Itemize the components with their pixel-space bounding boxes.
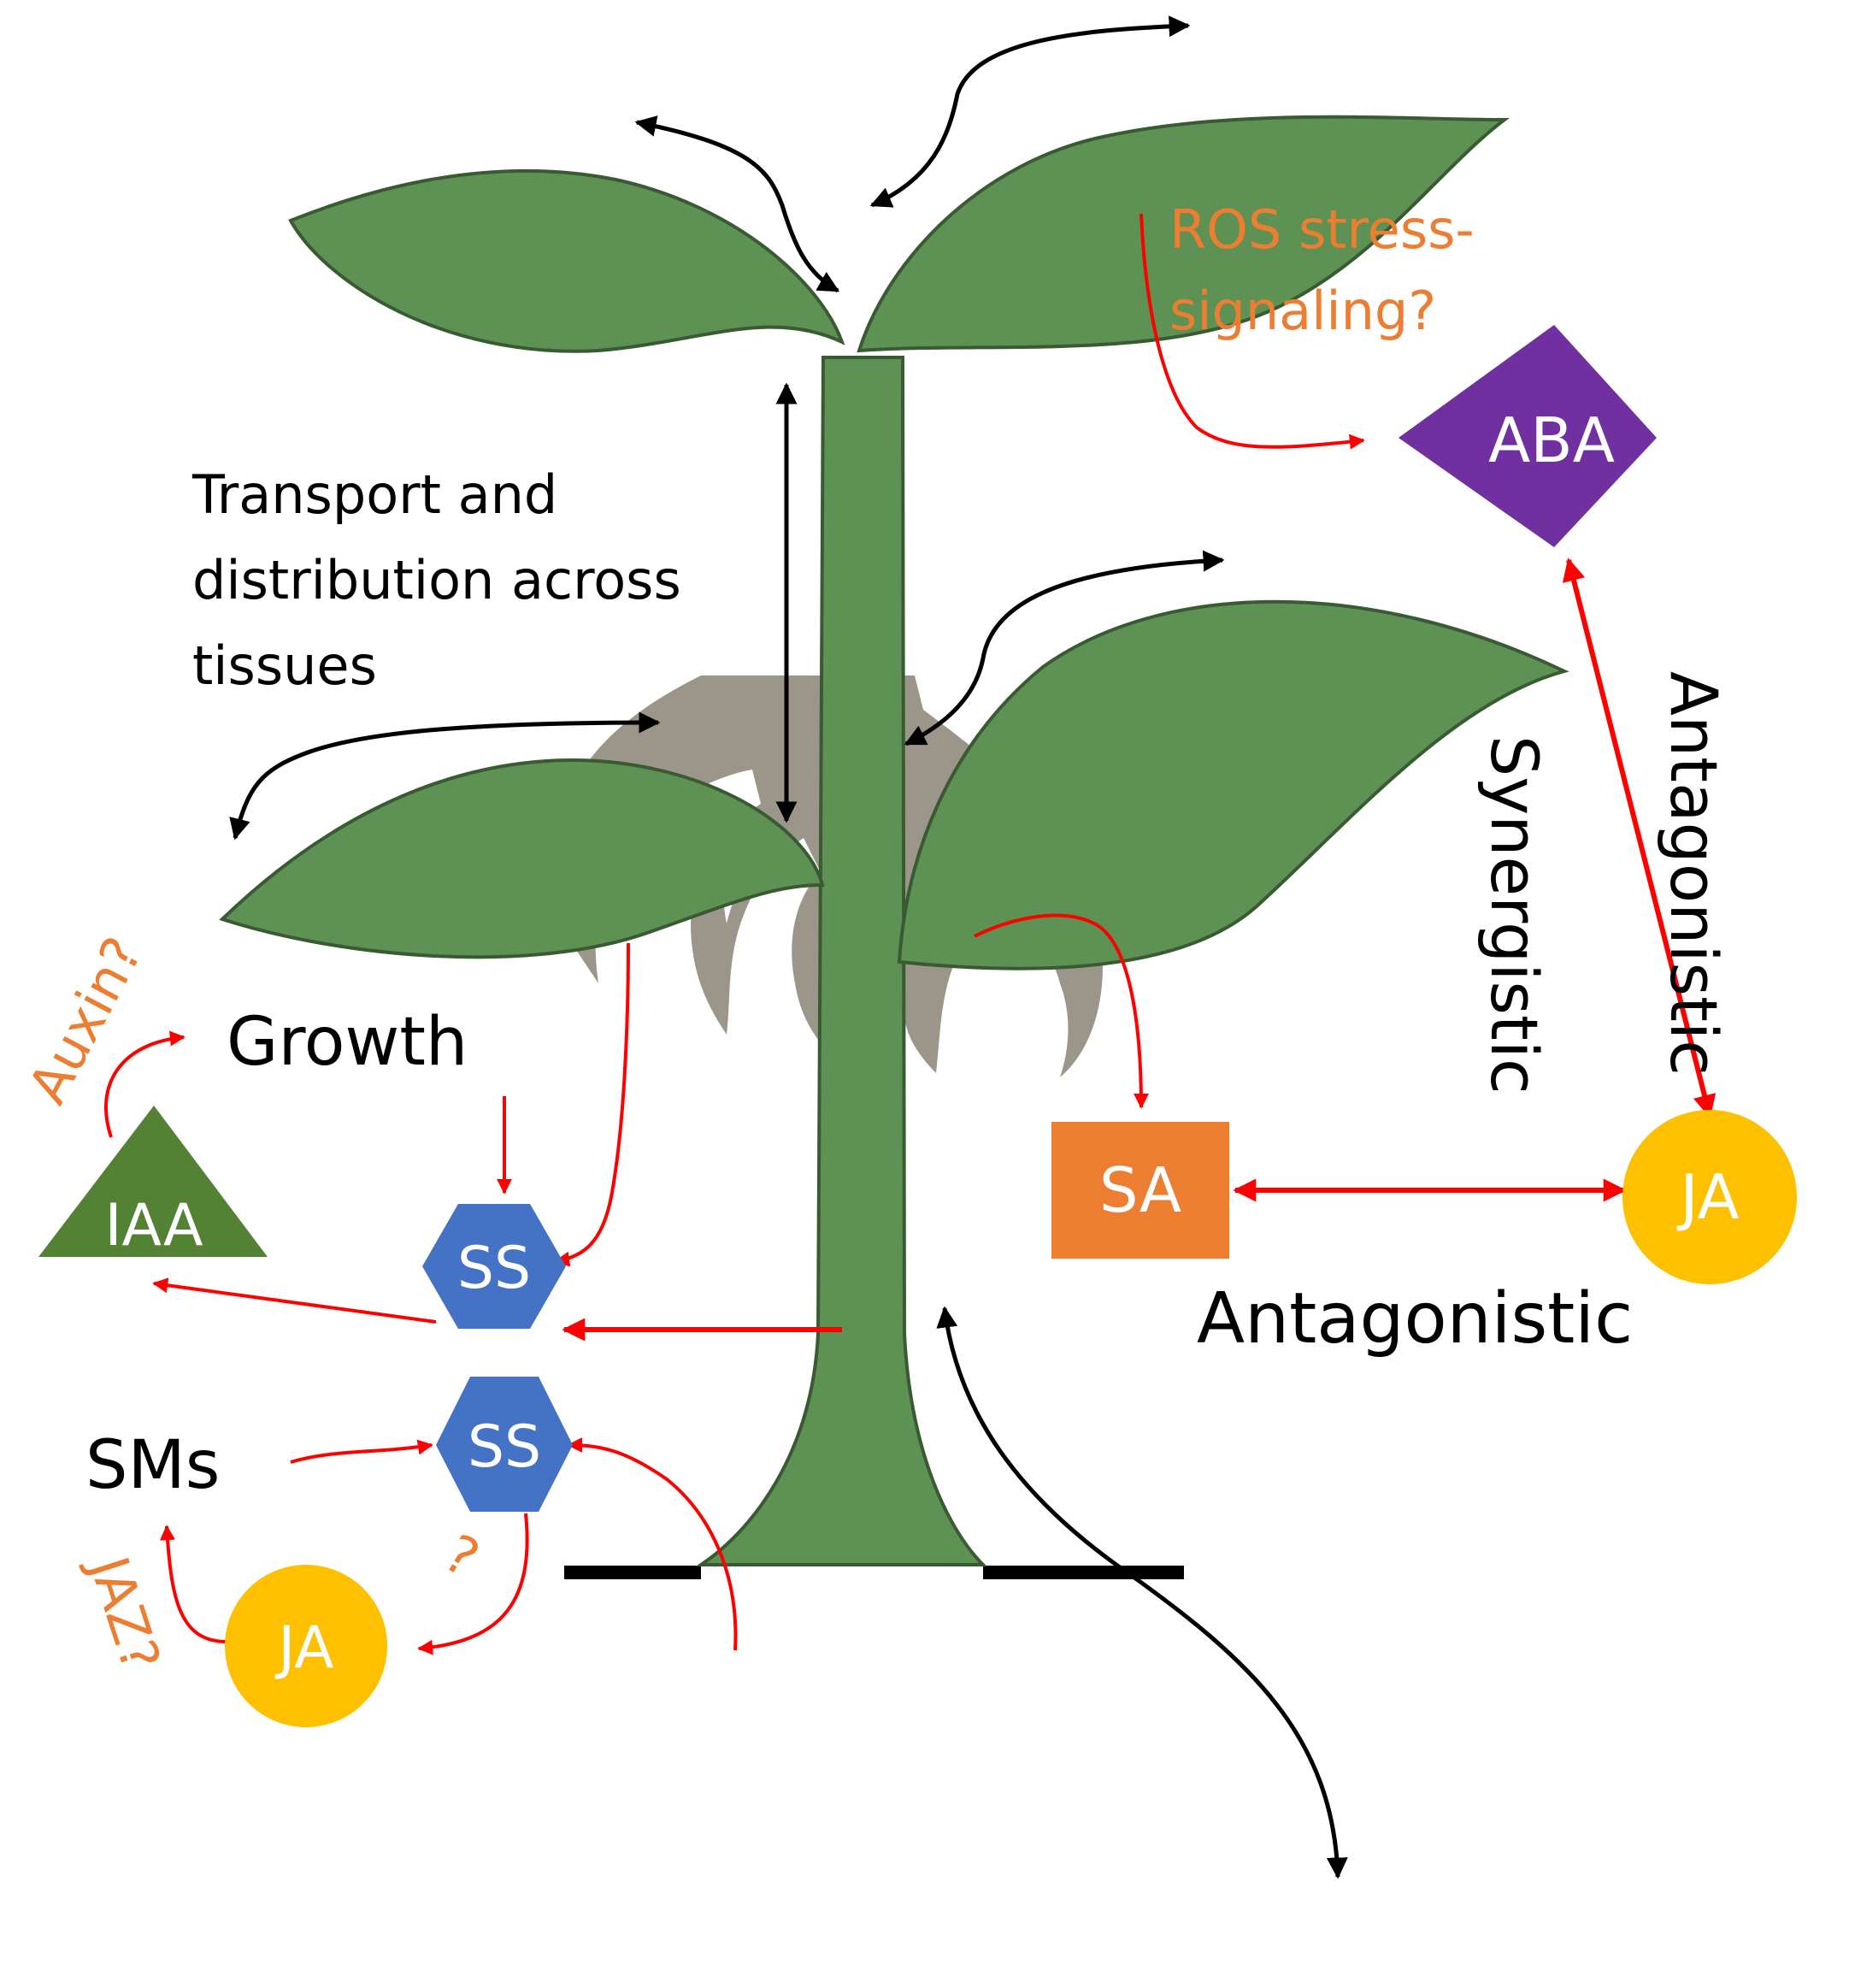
stem [695,356,987,1566]
jaz-label: JAZ? [76,1546,172,1678]
arrow-sms-to-ss [290,1439,433,1464]
ja-left-label: JA [274,1614,333,1682]
arrow-ss-to-ja [417,1513,529,1655]
sa-label: SA [1099,1154,1181,1226]
leaf-lower-right [897,599,1569,970]
leaf-lower-left [219,758,825,959]
arrow-lower-left-leaf [229,711,661,841]
arrow-lower-right-leaf [904,550,1225,746]
arrow-leaf-to-ss [554,942,630,1267]
sa-node: SA [1051,1122,1229,1259]
ros-label-line2: signaling? [1169,280,1436,342]
ss-bottom-hexagon [436,1377,573,1512]
transport-arrows [229,15,1348,1879]
arrow-iaa-to-growth [103,1030,186,1138]
leaf-top-left [288,169,845,353]
sa-square [1051,1122,1229,1259]
ss-top-label: SS [457,1235,531,1302]
transport-label-line2: distribution across [192,549,681,611]
aba-label: ABA [1488,404,1615,476]
ja-left-node: JA [225,1565,387,1727]
aba-diamond [1399,325,1657,547]
arrow-top-right-leaf [869,15,1191,208]
synergistic-vertical-label: Synergistic [1476,735,1552,1094]
ss-top-hexagon [422,1204,566,1329]
iaa-label: IAA [105,1192,203,1259]
arrow-leaf-to-sa [974,913,1149,1109]
ss-top-node: SS [422,1204,566,1329]
ss-bottom-node: SS [436,1377,573,1512]
ja-right-circle [1622,1110,1797,1284]
sms-label: SMs [85,1427,220,1504]
arrow-aba-ja [1562,557,1717,1118]
question-label: ? [434,1522,490,1590]
arrow-top-left-leaf [634,115,840,293]
transport-label-line3: tissues [192,634,377,697]
iaa-triangle [38,1106,268,1257]
growth-label: Growth [227,1004,468,1081]
ja-left-circle [225,1565,387,1727]
ss-bottom-label: SS [468,1413,541,1481]
auxin-label: Auxin? [16,927,155,1113]
arrow-ja-to-sms [159,1525,227,1643]
transport-label-line1: Transport and [191,463,557,526]
ja-right-node: JA [1622,1110,1797,1284]
antagonistic-horizontal-label: Antagonistic [1197,1278,1633,1360]
arrow-root-to-ss [567,1437,738,1651]
arrow-ros-to-aba [1140,213,1365,450]
ja-right-label: JA [1676,1161,1739,1233]
arrow-ss-to-iaa [152,1277,437,1324]
signaling-arrows [103,213,1717,1655]
aba-node: ABA [1399,325,1657,547]
iaa-node: IAA [38,1106,268,1259]
arrow-root-right [936,1306,1348,1879]
antagonistic-vertical-label: Antagonistic [1656,671,1732,1076]
ros-label-line1: ROS stress- [1169,198,1475,261]
